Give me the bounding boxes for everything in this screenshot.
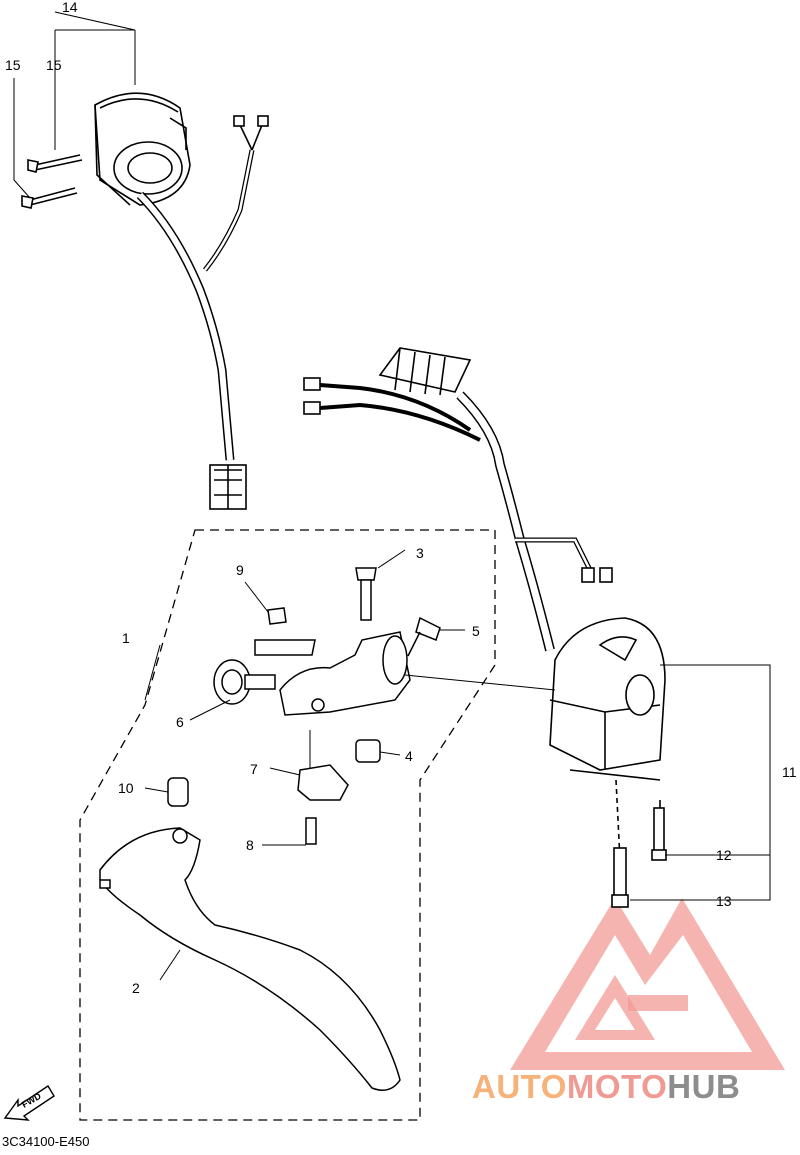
callout-5: 5 <box>472 623 480 639</box>
svg-text:AUTOMOTOHUB: AUTOMOTOHUB <box>472 1068 740 1105</box>
left-handlebar-switch <box>21 92 269 510</box>
callout-1: 1 <box>122 630 130 646</box>
callout-3: 3 <box>416 545 424 561</box>
callout-15b: 15 <box>46 57 62 73</box>
callout-13: 13 <box>716 893 732 909</box>
watermark-text: AUTOMOTOHUB <box>472 1068 740 1105</box>
leader-lines <box>13 11 771 981</box>
callout-4: 4 <box>405 748 413 764</box>
diagram-code: 3C34100-E450 <box>2 1134 89 1149</box>
callout-2: 2 <box>132 980 140 996</box>
fwd-arrow-icon: FWD <box>3 1085 55 1121</box>
callout-12: 12 <box>716 847 732 863</box>
watermark-logo <box>510 898 785 1070</box>
watermark-moto: MOTO <box>567 1068 667 1105</box>
right-handlebar-switch <box>303 347 667 908</box>
callout-numbers: 14 15 15 1 3 9 5 6 4 7 10 8 2 11 12 13 <box>5 0 797 996</box>
callout-7: 7 <box>250 761 258 777</box>
callout-9: 9 <box>236 562 244 578</box>
watermark-auto: AUTO <box>472 1068 567 1105</box>
watermark-hub: HUB <box>667 1068 740 1105</box>
callout-6: 6 <box>176 714 184 730</box>
callout-8: 8 <box>246 837 254 853</box>
callout-11: 11 <box>782 764 797 780</box>
lever-assembly <box>79 529 496 1121</box>
callout-10: 10 <box>118 780 134 796</box>
callout-14: 14 <box>62 0 78 15</box>
callout-15a: 15 <box>5 57 21 73</box>
